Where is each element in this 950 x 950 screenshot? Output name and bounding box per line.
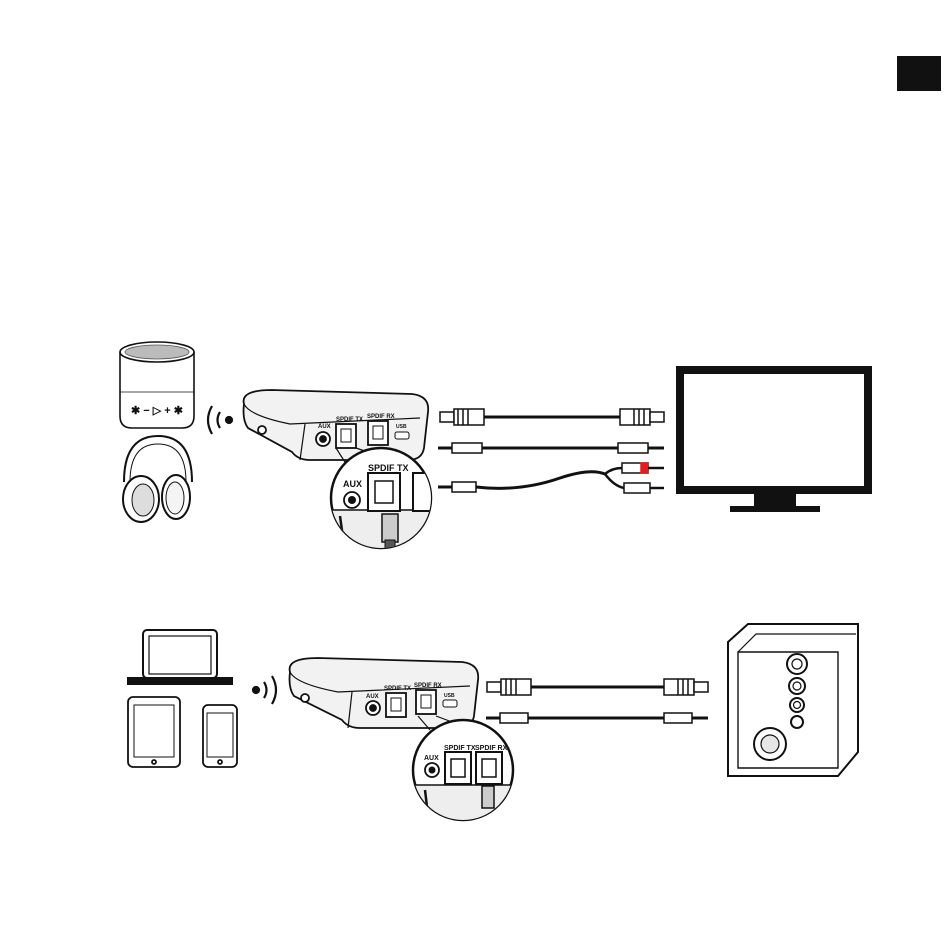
zoom-detail-bottom [405, 716, 525, 825]
spdif-tx-port-label: SPDIF TX [336, 417, 363, 423]
aux-cable-bottom [486, 713, 708, 723]
bluetooth-speaker-icon: ✱ − ▷ + ✱ [120, 342, 194, 428]
tablet-icon [128, 697, 180, 767]
usb-port-label-bottom: USB [444, 693, 455, 699]
powered-speaker-icon [728, 624, 858, 776]
laptop-icon [128, 630, 232, 684]
page-tab-marker [897, 56, 941, 91]
aux-cable-top [438, 443, 664, 453]
zoom-spdif-rx-label-bottom: SPDIF RX [475, 745, 508, 752]
wireless-signal-out-icon [208, 406, 232, 434]
zoom-spdif-tx-label: SPDIF TX [368, 463, 409, 473]
rca-to-aux-cable-top [438, 463, 664, 493]
speaker-buttons: ✱ − ▷ + ✱ [131, 405, 183, 417]
zoom-aux-label: AUX [343, 479, 362, 489]
spdif-rx-port-label-bottom: SPDIF RX [414, 683, 442, 689]
headphones-icon [123, 436, 192, 522]
tv-monitor-icon [680, 370, 868, 512]
optical-cable-top [440, 409, 664, 425]
spdif-rx-port-label: SPDIF RX [367, 414, 395, 420]
optical-cable-bottom [487, 679, 708, 695]
zoom-aux-label-bottom: AUX [424, 755, 439, 762]
wireless-signal-in-icon [253, 676, 276, 704]
zoom-spdif-tx-label-bottom: SPDIF TX [444, 745, 476, 752]
aux-port-label: AUX [318, 424, 331, 430]
usb-port-label: USB [396, 424, 407, 430]
phone-icon [203, 705, 237, 767]
spdif-tx-port-label-bottom: SPDIF TX [384, 686, 411, 692]
aux-port-label-bottom: AUX [366, 694, 379, 700]
